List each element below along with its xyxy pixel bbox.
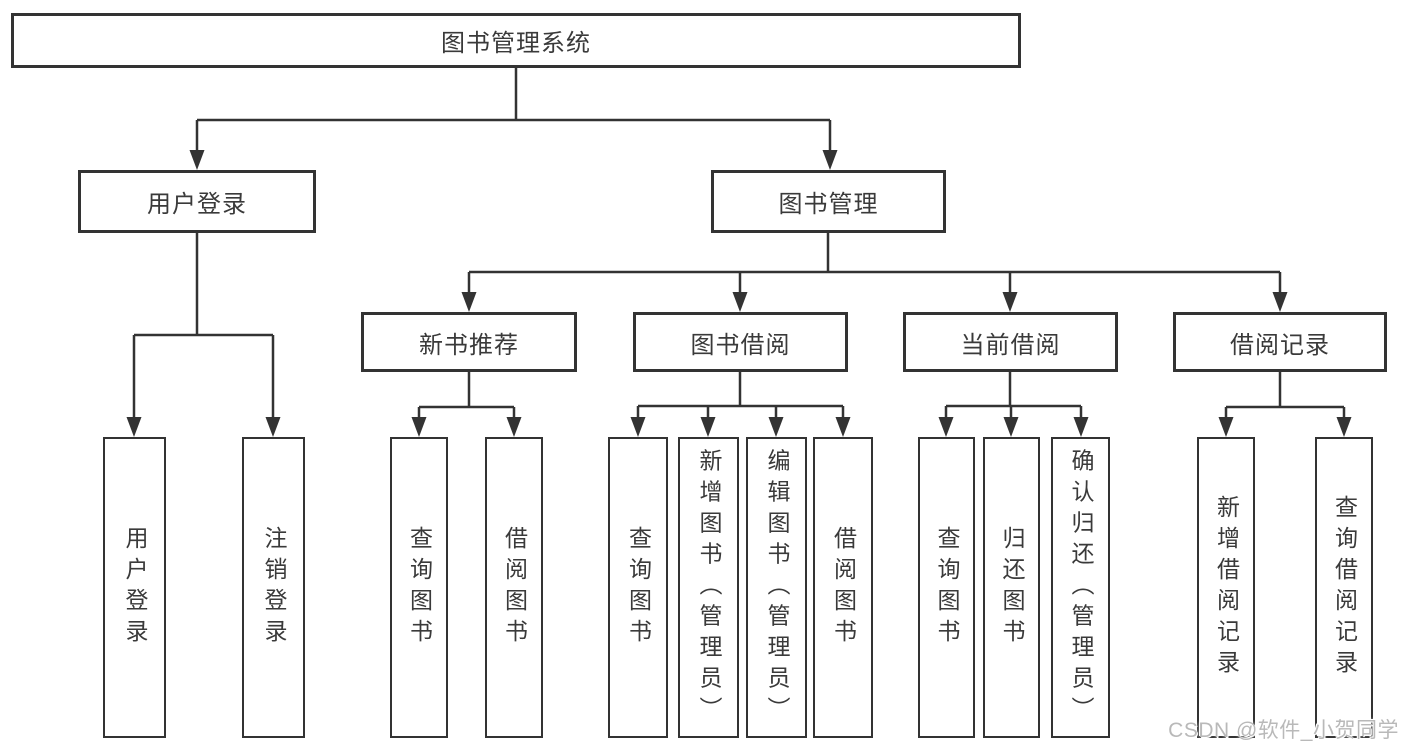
leaf-confirm-return-admin: 确认归还（管理员） — [1051, 437, 1110, 738]
leaf-borrow-books-recommend: 借阅图书 — [485, 437, 543, 738]
node-book-borrowing: 图书借阅 — [633, 312, 848, 372]
connector-root-to-branches — [189, 68, 838, 170]
leaf-user-login: 用户登录 — [103, 437, 166, 738]
node-borrowing-records: 借阅记录 — [1173, 312, 1387, 372]
arrow-down-icon — [189, 150, 205, 170]
arrow-down-icon — [732, 292, 748, 312]
node-book-management: 图书管理 — [711, 170, 946, 233]
leaf-return-books-label: 归还图书 — [999, 525, 1025, 650]
leaf-query-books-current: 查询图书 — [918, 437, 975, 738]
leaf-logout: 注销登录 — [242, 437, 305, 738]
arrow-down-icon — [1272, 292, 1288, 312]
leaf-borrow-books-label: 借阅图书 — [830, 525, 857, 650]
leaf-query-borrow-record-label: 查询借阅记录 — [1331, 494, 1358, 681]
arrow-down-icon — [265, 417, 281, 437]
node-new-book-recommendation: 新书推荐 — [361, 312, 577, 372]
leaf-add-books-admin-label: 新增图书（管理员） — [696, 448, 722, 727]
leaf-add-borrow-record: 新增借阅记录 — [1197, 437, 1255, 738]
arrow-down-icon — [822, 150, 838, 170]
arrow-down-icon — [938, 417, 954, 437]
leaf-query-books-recommend: 查询图书 — [390, 437, 448, 738]
arrow-down-icon — [1218, 417, 1234, 437]
leaf-query-books-borrow-label: 查询图书 — [625, 525, 652, 650]
arrow-down-icon — [506, 417, 522, 437]
arrow-down-icon — [126, 417, 142, 437]
leaf-borrow-books-recommend-label: 借阅图书 — [501, 525, 528, 650]
node-current-borrowing: 当前借阅 — [903, 312, 1118, 372]
leaf-query-borrow-record: 查询借阅记录 — [1315, 437, 1373, 738]
node-library-management-system: 图书管理系统 — [11, 13, 1021, 68]
arrow-down-icon — [768, 417, 784, 437]
leaf-return-books: 归还图书 — [983, 437, 1040, 738]
leaf-query-books-recommend-label: 查询图书 — [406, 525, 433, 650]
connector-book-management-to-modules — [461, 233, 1288, 312]
connector-current-to-leaves — [938, 372, 1089, 437]
leaf-query-books-borrow: 查询图书 — [608, 437, 668, 738]
leaf-add-books-admin: 新增图书（管理员） — [678, 437, 739, 738]
arrow-down-icon — [1002, 292, 1018, 312]
arrow-down-icon — [411, 417, 427, 437]
connector-recommend-to-leaves — [411, 372, 522, 437]
leaf-user-login-label: 用户登录 — [122, 525, 148, 650]
leaf-borrow-books: 借阅图书 — [813, 437, 873, 738]
arrow-down-icon — [835, 417, 851, 437]
leaf-add-borrow-record-label: 新增借阅记录 — [1213, 494, 1240, 681]
csdn-watermark: CSDN @软件_小贺同学 — [1168, 719, 1399, 742]
node-user-login: 用户登录 — [78, 170, 316, 233]
connector-user-login-to-leaves — [126, 233, 281, 437]
arrow-down-icon — [461, 292, 477, 312]
leaf-query-books-current-label: 查询图书 — [934, 525, 960, 650]
leaf-edit-books-admin-label: 编辑图书（管理员） — [764, 448, 790, 727]
leaf-logout-label: 注销登录 — [261, 525, 287, 650]
arrow-down-icon — [700, 417, 716, 437]
leaf-confirm-return-admin-label: 确认归还（管理员） — [1068, 448, 1094, 727]
connector-records-to-leaves — [1218, 372, 1352, 437]
arrow-down-icon — [1003, 417, 1019, 437]
arrow-down-icon — [1073, 417, 1089, 437]
connector-borrowing-to-leaves — [630, 372, 851, 437]
leaf-edit-books-admin: 编辑图书（管理员） — [746, 437, 807, 738]
arrow-down-icon — [1336, 417, 1352, 437]
arrow-down-icon — [630, 417, 646, 437]
